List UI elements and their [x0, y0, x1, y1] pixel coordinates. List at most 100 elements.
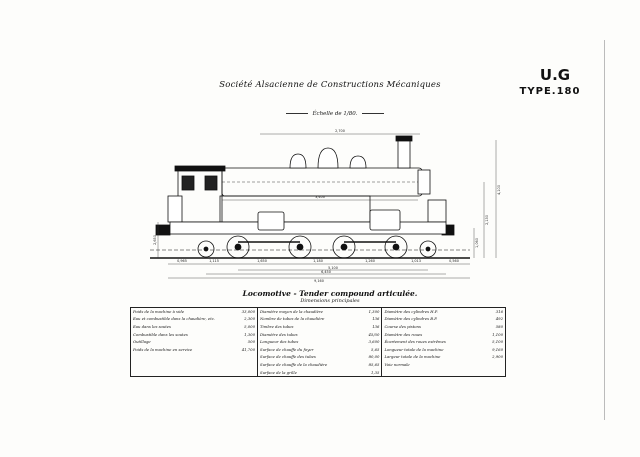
caption-title: Locomotive - Tender compound articulée. [242, 289, 418, 298]
spec-label: Longueur totale de la machine [384, 346, 444, 352]
dome-3 [349, 155, 367, 169]
spec-label: Diamètre des cylindres B.P. [384, 316, 438, 322]
spec-value: 2,300 [232, 315, 259, 324]
front-cylinder [369, 209, 401, 231]
table-row: Surface de la grille 1,35 [131, 368, 506, 377]
dim-seg-5: 1,260 [365, 259, 375, 263]
spec-value [232, 368, 259, 377]
spec-value: 1,300 [232, 330, 259, 339]
spec-value: 1,100 [492, 331, 503, 337]
spec-label: Eau et combustible dans la chaudière, et… [133, 316, 216, 322]
dim-span-1-label: 5,100 [328, 266, 338, 270]
spec-value: 500 [232, 338, 259, 346]
spec-value: 41,700 [232, 345, 259, 354]
dim-height-chimney-label: 4,100 [497, 185, 501, 195]
spec-label: Surface de chauffe du foyer [260, 346, 314, 352]
spec-label: Surface de chauffe de la chaudière [260, 362, 328, 368]
spec-value: 316 [495, 308, 503, 314]
smokebox-front [427, 199, 447, 223]
frame-outline [169, 221, 447, 235]
spec-value [232, 353, 259, 362]
spec-label [131, 361, 233, 369]
dim-span-2-label: 6,450 [321, 270, 331, 274]
spec-value: 9,160 [492, 346, 503, 352]
model-code: U.G [539, 66, 571, 84]
dim-seg-7: 0,560 [449, 259, 459, 263]
spec-value: 80,00 [357, 353, 383, 362]
spec-value: 136 [357, 323, 383, 331]
spec-label [131, 369, 233, 377]
dim-boiler-label: 3,400 [315, 195, 325, 199]
spec-value: 45/50 [357, 330, 383, 339]
spec-label: Surface de chauffe des tubes [260, 354, 316, 360]
spec-value: 1,300 [357, 307, 383, 316]
caption-subtitle: Dimensions principales [300, 298, 360, 304]
dim-top-label: 2,700 [335, 129, 345, 133]
dim-buffer-label: 1,060 [475, 238, 479, 248]
spec-value: 2,900 [492, 354, 503, 360]
spec-label: Nombre de tubes de la chaudière [260, 316, 325, 322]
spec-value: 3,600 [357, 338, 383, 346]
spec-label: Écartement des roues extrêmes [384, 339, 446, 345]
spec-value: 5,000 [232, 323, 259, 331]
spec-label: Timbre des tubes [260, 324, 294, 330]
spec-label [131, 354, 233, 362]
spec-value [481, 369, 506, 377]
rear-cylinder [257, 211, 285, 231]
spec-value: 33,000 [232, 307, 259, 316]
spec-value [232, 361, 259, 369]
wheel-set [197, 235, 437, 259]
dim-height-left-label: 2,650 [153, 235, 157, 245]
spec-label: Diamètre des tubes [260, 331, 298, 337]
spec-label: Combustible dans les soutes [133, 331, 188, 337]
company-title: Société Alsacienne de Constructions Méca… [219, 80, 441, 90]
spec-label: Poids de la machine à vide [133, 308, 185, 314]
spec-value: 1,35 [357, 368, 383, 377]
spec-label: Largeur totale de la machine [384, 354, 441, 360]
sheet-edge [604, 40, 605, 420]
spec-label: Diamètre moyen de la chaudière [260, 308, 323, 314]
dim-seg-1: 0,965 [177, 259, 187, 263]
dim-total-label: 9,160 [314, 279, 324, 283]
spec-value: 492 [495, 316, 503, 322]
spec-value: 136 [357, 315, 383, 324]
dome-1 [289, 153, 307, 169]
spec-label [382, 369, 481, 377]
spec-label: Eau dans les soutes [133, 324, 172, 330]
boiler-outline [221, 167, 431, 197]
spec-value: 5,65 [357, 345, 383, 354]
dim-boiler-axis-label: 2,130 [485, 215, 489, 225]
dome-2 [317, 147, 339, 169]
spec-label: Longueur des tubes [260, 339, 299, 345]
dim-seg-3: 1,650 [257, 259, 267, 263]
spec-value: 85,65 [357, 361, 383, 369]
dim-seg-6: 1,013 [411, 259, 421, 263]
spec-label: Poids de la machine en service [133, 346, 193, 352]
spec-label: Voie normale [384, 362, 410, 368]
spec-value [481, 361, 506, 369]
spec-label: Course des pistons [384, 324, 421, 330]
dim-seg-4: 1,180 [313, 259, 323, 263]
spec-value: 580 [495, 324, 503, 330]
bunker-outline [167, 195, 183, 223]
table-row: Eau et combustible dans la chaudière, et… [131, 315, 506, 324]
spec-label: Diamètre des roues [384, 331, 423, 337]
spec-label: Surface de la grille [260, 369, 297, 375]
chimney-outline [395, 135, 413, 169]
model-type: TYPE.180 [519, 86, 581, 97]
spec-value: 5,100 [492, 339, 503, 345]
spec-label: Outillage [133, 339, 151, 345]
spec-label: Diamètre des cylindres H.P. [384, 308, 438, 314]
cab-outline [174, 165, 226, 223]
scale-note: Échelle de 1/80. [275, 111, 395, 117]
dim-seg-2: 1,115 [209, 259, 219, 263]
